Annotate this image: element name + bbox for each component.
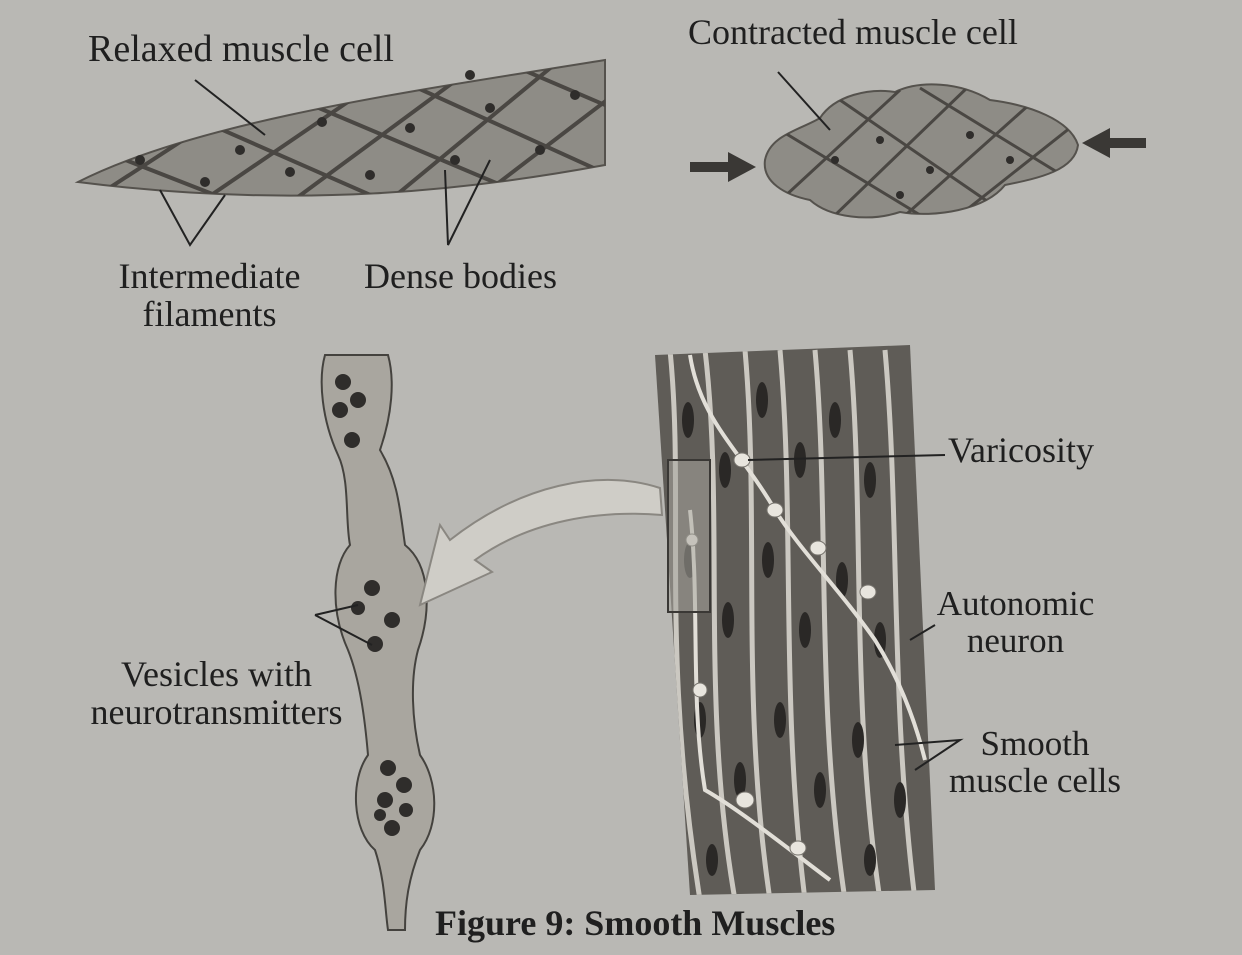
label-autonomic-line2: neuron [928, 623, 1103, 660]
label-varicosity: Varicosity [948, 432, 1094, 470]
label-contracted-muscle-cell: Contracted muscle cell [688, 14, 1018, 52]
label-smooth-line1: Smooth [940, 726, 1130, 763]
label-vesicles-line2: neurotransmitters [74, 694, 359, 732]
label-smooth-line2: muscle cells [940, 763, 1130, 800]
label-relaxed-muscle-cell: Relaxed muscle cell [88, 30, 394, 70]
label-intermediate-line1: Intermediate [102, 258, 317, 296]
figure-caption: Figure 9: Smooth Muscles [435, 905, 835, 943]
label-intermediate-filaments: Intermediate filaments [102, 258, 317, 334]
label-vesicles-with-neurotransmitters: Vesicles with neurotransmitters [74, 656, 359, 732]
label-autonomic-neuron: Autonomic neuron [928, 586, 1103, 660]
enlarged-region-box [668, 460, 710, 612]
label-smooth-muscle-cells: Smooth muscle cells [940, 726, 1130, 800]
label-autonomic-line1: Autonomic [928, 586, 1103, 623]
smooth-muscle-tissue [655, 345, 935, 900]
label-dense-bodies: Dense bodies [364, 258, 557, 296]
label-vesicles-line1: Vesicles with [74, 656, 359, 694]
label-intermediate-line2: filaments [102, 296, 317, 334]
